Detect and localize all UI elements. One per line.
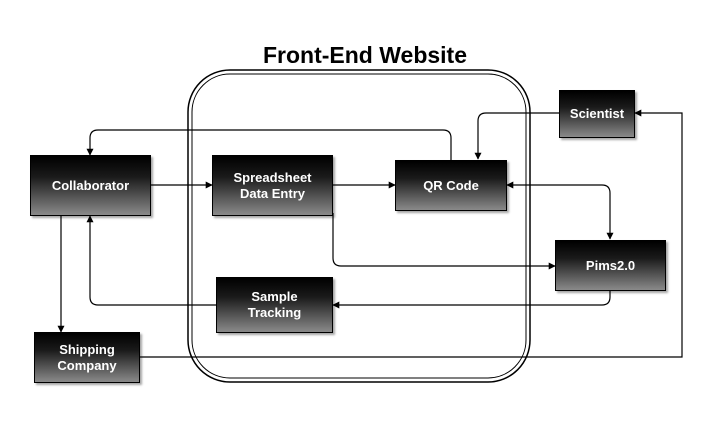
edge-qrcode-collaborator — [86, 129, 452, 160]
scientist-node[interactable]: Scientist — [559, 90, 635, 138]
shipping-company-label: Shipping Company — [57, 341, 117, 373]
pims-node[interactable]: Pims2.0 — [555, 240, 666, 291]
collaborator-node[interactable]: Collaborator — [30, 155, 151, 216]
sample-tracking-label: Sample Tracking — [247, 289, 302, 320]
frontend-website-title: Front-End Website — [262, 42, 467, 68]
edge-scientist-qrcode — [474, 112, 559, 160]
shipping-company-node[interactable]: Shipping Company — [34, 332, 140, 383]
qr-code-label: QR Code — [423, 177, 479, 193]
edge-spreadsheet-pims — [332, 213, 556, 270]
qr-code-node[interactable]: QR Code — [395, 160, 507, 211]
pims-label: Pims2.0 — [585, 257, 636, 273]
spreadsheet-data-entry-node[interactable]: Spreadsheet Data Entry — [212, 155, 333, 216]
edge-pims-sampletracking — [332, 291, 611, 309]
edge-sampletracking-collaborator — [86, 215, 216, 306]
spreadsheet-data-entry-label: Spreadsheet Data Entry — [233, 169, 312, 201]
scientist-label: Scientist — [569, 106, 625, 121]
edge-qrcode-pims — [506, 181, 614, 240]
sample-tracking-node[interactable]: Sample Tracking — [216, 277, 333, 333]
collaborator-label: Collaborator — [51, 177, 130, 193]
edge-shipping-scientist — [140, 109, 683, 358]
